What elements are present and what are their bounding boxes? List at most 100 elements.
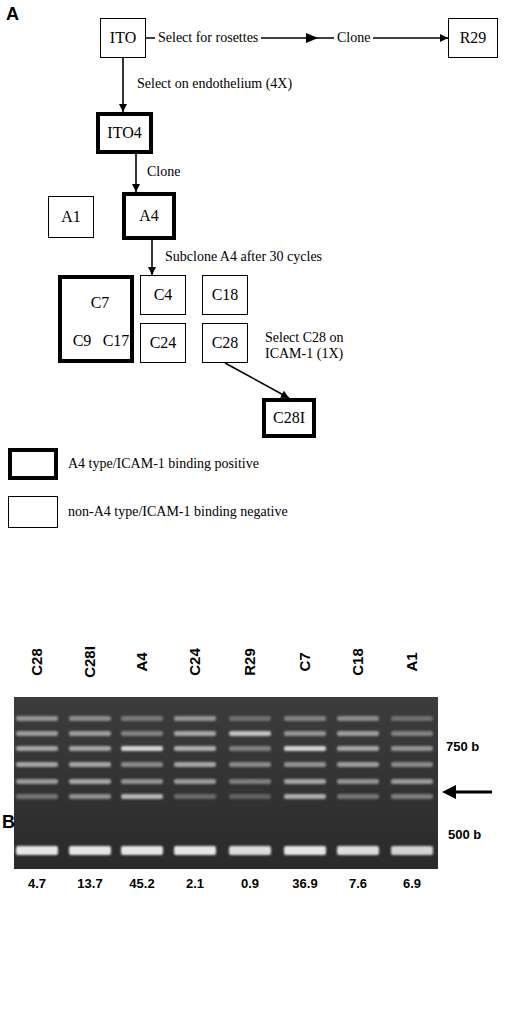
positive-clone-box: C28I [262, 398, 316, 438]
gel-band [391, 716, 433, 721]
edge-label: Select for rosettes [155, 30, 261, 46]
lane-label: A1 [403, 652, 420, 671]
gel-bands [16, 716, 433, 855]
clone-box: C4 [140, 275, 186, 315]
band-ratio: 2.1 [186, 877, 204, 892]
clone-name: ITO4 [107, 124, 141, 142]
panel-letter: A [6, 4, 19, 25]
clone-name: C24 [150, 334, 177, 352]
gel-band [121, 846, 163, 855]
gel-band [16, 716, 58, 721]
lane-label: C24 [186, 648, 203, 676]
clone-name: R29 [460, 29, 487, 47]
clone-name: A1 [61, 208, 81, 226]
gel-band [391, 846, 433, 855]
clone-name: C17 [103, 332, 130, 350]
edge-label: Select C28 on ICAM-1 (1X) [262, 330, 368, 362]
band-ratio: 0.9 [241, 877, 259, 892]
gel-band [284, 762, 326, 767]
gel-band [121, 746, 163, 751]
band-pointer-arrow [452, 791, 492, 794]
legend-sample-box [8, 448, 58, 480]
gel-band [121, 794, 163, 799]
gel-band [284, 794, 326, 799]
gel-band [391, 779, 433, 784]
gel-band [174, 794, 216, 799]
clone-name: C28 [212, 334, 239, 352]
clone-name: C28I [273, 409, 305, 427]
lane-label: R29 [241, 648, 258, 676]
edge-label: Subclone A4 after 30 cycles [162, 249, 325, 265]
gel-band [229, 731, 271, 736]
gel-band [284, 779, 326, 784]
band-ratio: 7.6 [349, 877, 367, 892]
gel-band [16, 746, 58, 751]
gel-band [69, 731, 111, 736]
legend-text: non-A4 type/ICAM-1 binding negative [68, 504, 288, 520]
gel-band [174, 731, 216, 736]
gel-band [69, 846, 111, 855]
gel-band [391, 794, 433, 799]
gel-band [284, 731, 326, 736]
lane-label: A4 [133, 652, 150, 671]
gel-band [174, 762, 216, 767]
size-marker: 500 b [448, 828, 481, 843]
band-ratio: 4.7 [28, 877, 46, 892]
gel-band [121, 716, 163, 721]
gel-band [337, 716, 379, 721]
clone-name: A4 [139, 207, 159, 225]
clone-box: C24 [140, 323, 186, 363]
gel-band [174, 846, 216, 855]
gel-band [16, 731, 58, 736]
gel-band [284, 716, 326, 721]
lane-label: C7 [296, 652, 313, 671]
clone-name: ITO [110, 29, 136, 47]
panel-letter: B [2, 812, 15, 833]
clone-box: C18 [202, 275, 248, 315]
arrow-connector [135, 154, 137, 192]
gel-band [391, 746, 433, 751]
gel-band [391, 731, 433, 736]
clone-box: A1 [48, 196, 94, 238]
legend-text: A4 type/ICAM-1 binding positive [68, 456, 259, 472]
band-ratio: 13.7 [77, 877, 102, 892]
gel-band [337, 779, 379, 784]
gel-band [229, 716, 271, 721]
edge-label: Select on endothelium (4X) [134, 76, 295, 92]
gel-band [391, 762, 433, 767]
clone-name: C4 [154, 286, 173, 304]
legend-sample-box [8, 496, 58, 528]
gel-band [174, 716, 216, 721]
gel-band [121, 762, 163, 767]
gel-band [229, 779, 271, 784]
gel-band [121, 731, 163, 736]
positive-clone-box: ITO4 [96, 112, 153, 154]
band-pointer-head [442, 785, 456, 799]
gel-band [69, 746, 111, 751]
band-ratio: 6.9 [403, 877, 421, 892]
gel-band [337, 794, 379, 799]
lane-label: C28I [81, 646, 98, 678]
gel-band [337, 731, 379, 736]
gel-band [337, 762, 379, 767]
gel-band [229, 846, 271, 855]
arrow-connector [122, 58, 124, 112]
band-ratio: 45.2 [129, 877, 154, 892]
gel-band [229, 794, 271, 799]
gel-band [16, 762, 58, 767]
clone-box: R29 [448, 18, 498, 58]
gel-band [229, 746, 271, 751]
band-ratio: 36.9 [292, 877, 317, 892]
gel-band [284, 846, 326, 855]
gel-band [229, 762, 271, 767]
gel-band [337, 746, 379, 751]
step-label: Clone [334, 30, 373, 46]
clone-name: C9 [73, 332, 92, 350]
gel-band [174, 779, 216, 784]
arrow-connector [225, 363, 289, 398]
edge-label: Clone [144, 164, 183, 180]
gel-band [16, 779, 58, 784]
gel-band [69, 762, 111, 767]
gel-band [69, 794, 111, 799]
